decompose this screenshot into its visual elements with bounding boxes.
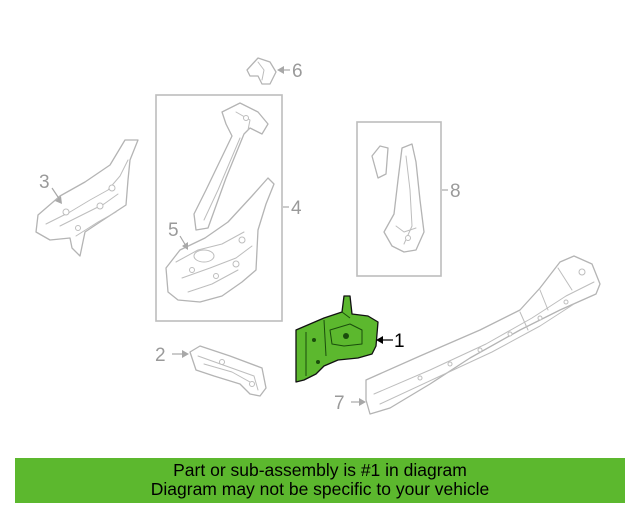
parts-diagram: 6 3 5 4 bbox=[35, 57, 601, 415]
callout-2[interactable]: 2 bbox=[155, 345, 166, 366]
part-info-banner: Part or sub-assembly is #1 in diagram Di… bbox=[15, 458, 625, 503]
callout-8[interactable]: 8 bbox=[450, 181, 461, 202]
assembly-box-8 bbox=[356, 121, 442, 277]
leader-7 bbox=[351, 398, 366, 406]
part-8-pillar-inner[interactable] bbox=[371, 143, 425, 253]
part-3-bracket[interactable] bbox=[35, 139, 139, 257]
part-5-reinforcement[interactable] bbox=[165, 177, 275, 303]
assembly-box-4 bbox=[155, 94, 283, 322]
leader-6 bbox=[277, 66, 290, 74]
banner-line-disclaimer: Diagram may not be specific to your vehi… bbox=[150, 479, 490, 499]
part-6-clip[interactable] bbox=[246, 57, 277, 85]
part-7-rocker[interactable] bbox=[365, 255, 601, 415]
part-2-bracket[interactable] bbox=[189, 345, 267, 397]
leader-5 bbox=[179, 235, 188, 250]
part-1-highlighted-panel[interactable] bbox=[295, 295, 379, 383]
banner-line-part: Part or sub-assembly is #1 in diagram bbox=[173, 460, 467, 480]
callout-1[interactable]: 1 bbox=[394, 331, 405, 352]
callout-3[interactable]: 3 bbox=[39, 172, 50, 193]
leader-3 bbox=[51, 187, 62, 204]
callout-4[interactable]: 4 bbox=[291, 198, 302, 219]
leader-1 bbox=[376, 336, 393, 344]
leader-2 bbox=[172, 350, 189, 358]
part-4-pillar[interactable] bbox=[193, 102, 269, 231]
callout-5[interactable]: 5 bbox=[168, 220, 179, 241]
callout-6[interactable]: 6 bbox=[292, 61, 303, 82]
callout-7[interactable]: 7 bbox=[334, 393, 345, 414]
